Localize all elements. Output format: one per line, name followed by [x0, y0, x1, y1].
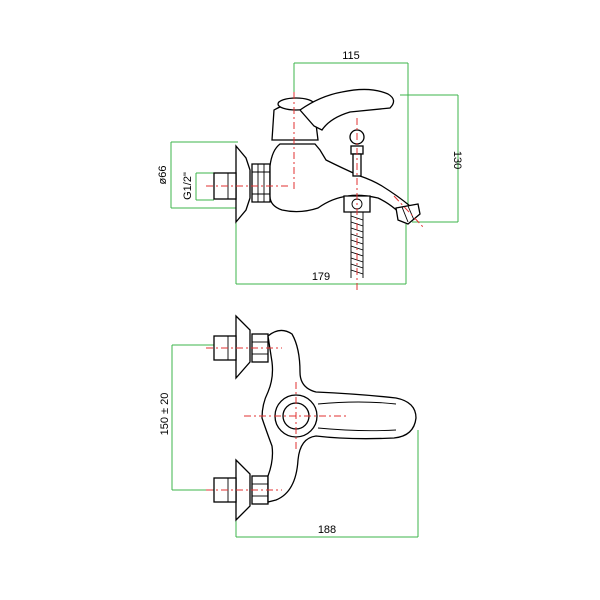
- upper-wall-flange: [235, 314, 251, 380]
- side-dimensions: [170, 62, 459, 285]
- top-center-lines: [206, 347, 348, 491]
- dim-thread-label: G1/2": [182, 172, 194, 200]
- dim-diameter-label: ø66: [157, 166, 169, 185]
- lever-handle: [299, 88, 395, 131]
- dim-188-label: 188: [318, 524, 336, 536]
- dim-150-label: 150 ± 20: [159, 393, 171, 436]
- mixer-body: [269, 143, 417, 223]
- side-center-lines: [206, 92, 425, 290]
- dim-179-label: 179: [312, 271, 330, 283]
- top-view: 150 ± 20 188: [159, 314, 419, 538]
- dim-115-label: 115: [342, 50, 360, 62]
- union-nut: [251, 163, 271, 203]
- dim-130-label: 130: [451, 151, 463, 169]
- wall-flange: [235, 144, 251, 224]
- side-view: 115 130 179 ø66 G1/2": [157, 50, 463, 290]
